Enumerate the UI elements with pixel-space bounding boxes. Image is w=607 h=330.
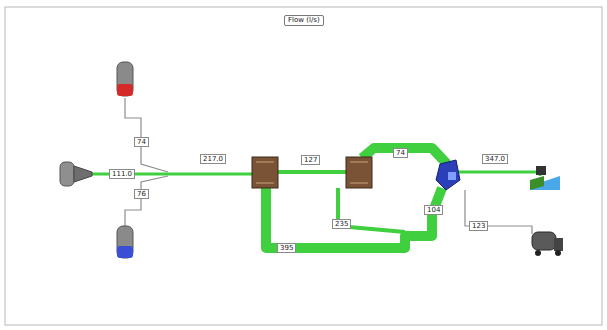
valve-symbol: [436, 160, 460, 190]
wheel: [555, 250, 561, 256]
ground: [530, 176, 544, 190]
unit-detail: [256, 162, 274, 163]
truck-symbol: [532, 232, 563, 256]
truck-line: [465, 190, 532, 234]
diagram-title: Flow (l/s): [284, 15, 324, 26]
pump-symbol: [60, 162, 92, 186]
water: [530, 176, 560, 190]
red-tank-line: [125, 98, 168, 172]
flow-value: 217.0: [200, 154, 226, 164]
pipe: [278, 170, 346, 174]
valve-body: [436, 160, 460, 190]
flow-value: 127: [301, 155, 320, 165]
flow-value: 395: [277, 243, 296, 253]
tank-level: [117, 84, 133, 96]
pipes: [92, 148, 540, 248]
flow-value: 347.0: [482, 154, 508, 164]
blue-tank-line: [125, 176, 168, 226]
valve-detail: [448, 172, 456, 180]
blue-tank: [117, 226, 133, 258]
treatment-unit: [346, 157, 372, 188]
pump-nozzle: [74, 166, 92, 182]
unit-box: [346, 157, 372, 188]
pipe: [362, 148, 447, 164]
outlet-symbol: [530, 166, 560, 190]
supply-lines: [125, 98, 532, 234]
flow-value: 104: [424, 205, 443, 215]
flow-value: 74: [134, 137, 149, 147]
tap: [536, 166, 546, 175]
flow-value: 74: [393, 148, 408, 158]
wheel: [535, 250, 541, 256]
unit-detail: [350, 162, 368, 163]
truck-cab: [554, 238, 563, 251]
treatment-unit: [252, 157, 278, 188]
pipe: [458, 172, 540, 176]
truck-tank: [532, 232, 556, 250]
unit-box: [252, 157, 278, 188]
tank-body: [117, 62, 133, 96]
unit-detail: [256, 183, 274, 184]
flow-value: 123: [469, 221, 488, 231]
frame: [5, 7, 602, 325]
flow-value: 235: [332, 219, 351, 229]
flow-value: 76: [134, 189, 149, 199]
red-tank: [117, 62, 133, 96]
tank-body: [117, 226, 133, 258]
flow-value: 111.0: [109, 169, 135, 179]
pipe: [266, 188, 442, 248]
unit-detail: [350, 183, 368, 184]
pump-body: [60, 162, 74, 186]
tank-level: [117, 246, 133, 258]
